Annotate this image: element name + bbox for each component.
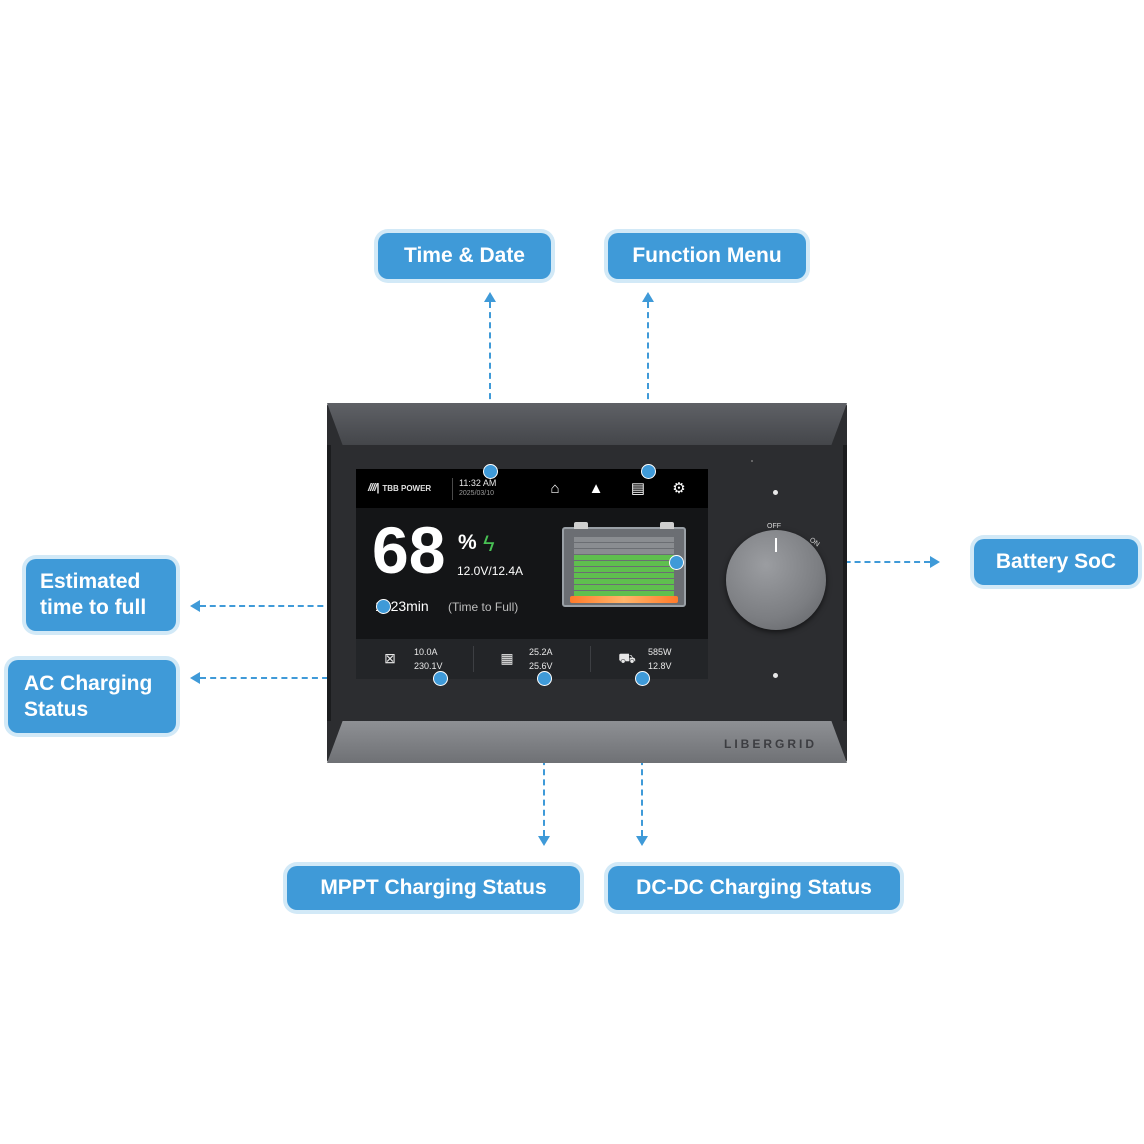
battery-soc-arrow: [930, 556, 940, 568]
screen-top-bar: ////| TBB POWER 11:32 AM 2025/03/10 ⌂ ▲ …: [356, 469, 708, 508]
battery-heat-glow: [570, 596, 678, 603]
ac-status-callout-line1: AC Charging: [24, 671, 153, 695]
tbb-power-logo: ////| TBB POWER: [368, 482, 431, 494]
battery-level-bar: [574, 537, 674, 542]
charging-bolt-icon: ϟ: [483, 531, 495, 556]
dcdc-voltage: 12.8V: [648, 661, 672, 671]
bottom-divider-1: [473, 646, 474, 672]
dcdc-status-callout: DC-DC Charging Status: [608, 866, 900, 910]
battery-terminal-left: [574, 522, 588, 529]
battery-level-bar: [574, 549, 674, 554]
screen-bottom-bar: ⊠ 10.0A 230.1V ▦ 25.2A 25.6V ⛟ 585W 12.8…: [356, 639, 708, 679]
dcdc-status-dot: [635, 671, 650, 686]
bottom-divider-2: [590, 646, 591, 672]
time-date-line: [489, 302, 491, 470]
battery-level-bar: [574, 573, 674, 578]
status-led-bottom: [773, 673, 778, 678]
ac-status-dot: [433, 671, 448, 686]
ac-voltage: 230.1V: [414, 661, 443, 671]
brand-logo: LIBERGRID: [724, 737, 817, 751]
battery-level-bar: [574, 567, 674, 572]
time-to-full-dot: [376, 599, 391, 614]
function-menu-arrow: [642, 292, 654, 302]
battery-graphic: [562, 522, 686, 607]
time-date-callout: Time & Date: [378, 233, 551, 279]
tbb-logo-icon: ////|: [368, 482, 379, 494]
dcdc-status-arrow: [636, 836, 648, 846]
battery-terminal-right: [660, 522, 674, 529]
solar-panel-icon: ▦: [500, 650, 514, 666]
gear-icon[interactable]: ⚙: [672, 480, 686, 497]
function-menu-line: [647, 302, 649, 470]
time-to-full-arrow: [190, 600, 200, 612]
battery-level-bar: [574, 579, 674, 584]
battery-level-bar: [574, 561, 674, 566]
display-screen[interactable]: ////| TBB POWER 11:32 AM 2025/03/10 ⌂ ▲ …: [356, 469, 708, 679]
device-bottom-bezel: [327, 721, 847, 763]
battery-level-bar: [574, 591, 674, 596]
battery-soc-dot: [669, 555, 684, 570]
time-to-full-callout: Estimated time to full: [26, 559, 176, 631]
charger-controller-device: LIBERGRID ////| TBB POWER 11:32 AM 2025/…: [327, 403, 847, 763]
dcdc-power: 585W: [648, 647, 672, 657]
ac-status-line: [200, 677, 440, 679]
battery-level-bar: [574, 585, 674, 590]
battery-level-bar: [574, 543, 674, 548]
device-side-left: [327, 445, 331, 721]
function-menu-dot: [641, 464, 656, 479]
clock-time: 11:32 AM: [459, 478, 497, 488]
logo-text: TBB POWER: [382, 483, 432, 493]
time-to-full-line: [200, 605, 382, 607]
ac-status-arrow: [190, 672, 200, 684]
sensor-dot: [751, 460, 753, 462]
power-knob[interactable]: [726, 530, 826, 630]
device-side-right: [843, 445, 847, 721]
device-top-bezel: [327, 403, 847, 445]
time-to-full-callout-line2: time to full: [40, 596, 147, 619]
soc-unit: %: [458, 531, 477, 554]
knob-indicator: [775, 538, 777, 552]
voltage-current-readout: 12.0V/12.4A: [457, 564, 524, 578]
status-led-top: [773, 490, 778, 495]
battery-soc-callout: Battery SoC: [974, 539, 1138, 585]
time-date-arrow: [484, 292, 496, 302]
mppt-status-callout: MPPT Charging Status: [287, 866, 580, 910]
ac-charger-icon: ⊠: [384, 650, 396, 666]
ac-status-callout: AC Charging Status: [8, 660, 176, 733]
mppt-status-dot: [537, 671, 552, 686]
home-icon[interactable]: ⌂: [550, 480, 560, 497]
soc-value: 68: [372, 513, 446, 587]
battery-level-bar: [574, 555, 674, 560]
ac-current: 10.0A: [414, 647, 438, 657]
mppt-status-arrow: [538, 836, 550, 846]
function-menu-callout: Function Menu: [608, 233, 806, 279]
time-to-full-callout-line1: Estimated: [40, 570, 141, 593]
time-to-full-label: (Time to Full): [448, 600, 519, 614]
engine-icon: ⛟: [618, 650, 636, 666]
document-icon[interactable]: ▤: [630, 480, 646, 497]
ac-status-callout-line2: Status: [24, 697, 89, 721]
warning-icon[interactable]: ▲: [588, 480, 604, 497]
knob-off-label: OFF: [767, 523, 781, 530]
mppt-voltage: 25.6V: [529, 661, 553, 671]
mppt-current: 25.2A: [529, 647, 553, 657]
topbar-divider: [452, 478, 453, 500]
time-date-dot: [483, 464, 498, 479]
clock-date: 2025/03/10: [459, 490, 495, 497]
